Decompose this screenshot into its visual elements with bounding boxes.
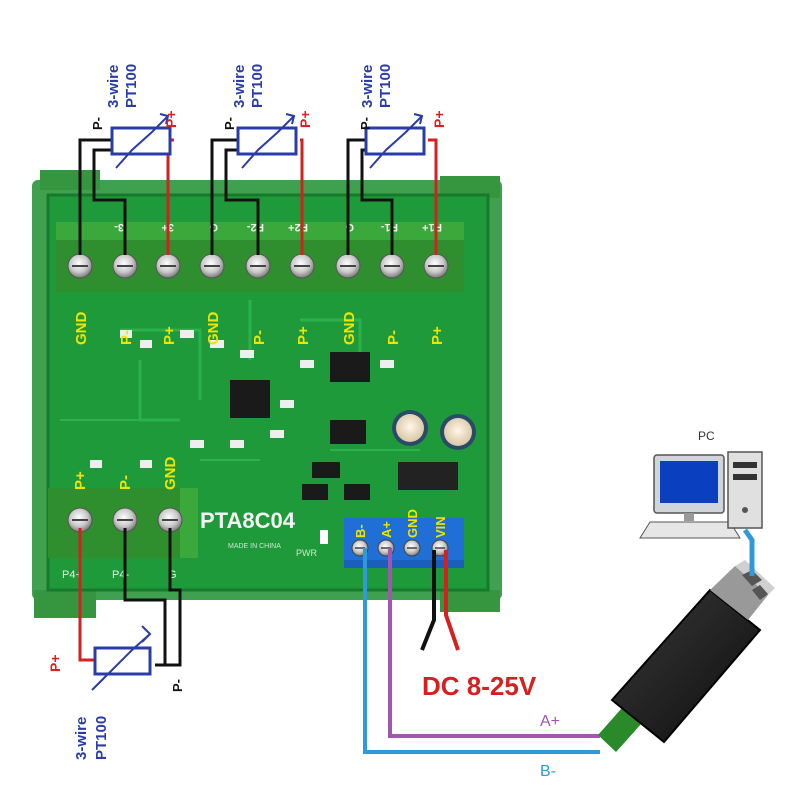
top-terminal-silk-label: P2+: [288, 221, 308, 233]
top-terminal-screws: [67, 253, 449, 279]
top-terminal-screw: [335, 253, 361, 279]
top-terminal-screw: [423, 253, 449, 279]
top-sensor-title-2: PT100: [123, 64, 140, 108]
power-terminal-screw: [351, 539, 369, 557]
top-terminal-label: GND: [73, 312, 90, 346]
top-terminal-silk-label: 3-: [114, 221, 124, 233]
usb-rs485-converter: [598, 560, 775, 752]
top-sensor-p-plus: P+: [431, 110, 447, 128]
top-terminal-label: P+: [429, 326, 446, 345]
top-terminal-silk-label: G: [209, 221, 218, 233]
top-terminal-screw: [245, 253, 271, 279]
bottom-sensor-title-1: 3-wire: [73, 717, 90, 760]
top-sensor-p-minus: P-: [358, 117, 373, 130]
power-terminal-label: VIN: [433, 516, 448, 538]
pwr-led: [320, 530, 328, 544]
left-terminal-label: P+: [72, 471, 89, 490]
pc-label: PC: [698, 429, 715, 443]
top-terminal-silk-label: P2-: [247, 221, 264, 233]
left-terminal-silk-label: P4+: [62, 569, 82, 581]
made-in-text: MADE IN CHINA: [228, 543, 281, 550]
left-terminal-label: P-: [117, 475, 134, 490]
top-terminal-screw: [67, 253, 93, 279]
top-sensor-p-plus: P+: [297, 110, 313, 128]
power-terminal-labels: B- A+ GND VIN: [353, 509, 448, 538]
top-sensor-title-2: PT100: [377, 64, 394, 108]
power-terminal-label: B-: [353, 524, 368, 538]
top-sensor-p-plus: P+: [163, 110, 179, 128]
top-terminal-silk-label: P1-: [381, 221, 398, 233]
top-terminal-screw: [379, 253, 405, 279]
rs485-a-label: A+: [540, 713, 560, 730]
top-terminal-label: P-: [118, 330, 135, 345]
left-terminal-silk-label: G: [168, 569, 177, 581]
bottom-sensor-wiring: [78, 528, 182, 691]
bottom-sensor-p-minus: P-: [170, 679, 185, 692]
top-terminal-silk-label: P1+: [422, 221, 442, 233]
bottom-sensor-title-2: PT100: [93, 716, 110, 760]
pwr-label: PWR: [296, 548, 317, 558]
top-sensor-title-1: 3-wire: [359, 65, 376, 108]
top-terminal-screw: [199, 253, 225, 279]
top-terminal-screw: [289, 253, 315, 279]
rs485-b-label: B-: [540, 763, 556, 780]
top-terminal-label: P-: [385, 330, 402, 345]
top-sensor-p-minus: P-: [90, 117, 105, 130]
bottom-sensor-p-plus: P+: [47, 654, 63, 672]
top-terminal-silk-label: G: [345, 221, 354, 233]
top-terminal-screw: [112, 253, 138, 279]
usb-cable: [742, 528, 755, 576]
top-terminal-label: P+: [161, 326, 178, 345]
left-terminal-label: GND: [162, 457, 179, 491]
top-sensor-title-1: 3-wire: [105, 65, 122, 108]
pc-icon: [639, 451, 763, 539]
power-wires: [420, 550, 460, 651]
top-terminal-label: P-: [251, 330, 268, 345]
left-terminal-screws: [67, 507, 183, 533]
power-terminal-label: GND: [405, 509, 420, 538]
capacitors: [392, 410, 476, 450]
top-terminal-label: P+: [295, 326, 312, 345]
left-terminal-silk-label: P4-: [112, 569, 129, 581]
rs485-wires: [363, 548, 600, 754]
power-label: DC 8-25V: [422, 671, 537, 701]
ic-chips: [90, 330, 458, 500]
top-terminal-label: GND: [205, 312, 222, 346]
board-model: PTA8C04: [200, 508, 296, 533]
top-sensor-p-minus: P-: [222, 117, 237, 130]
top-sensor-title-1: 3-wire: [231, 65, 248, 108]
top-terminal-label: GND: [341, 312, 358, 346]
power-terminal-label: A+: [379, 521, 394, 538]
top-terminal-labels: GND P- P+ GND P- P+ GND P- P+: [73, 312, 446, 346]
left-terminal-labels: P+ P- GND: [72, 457, 179, 491]
top-terminal-screw: [155, 253, 181, 279]
top-sensor-title-2: PT100: [249, 64, 266, 108]
power-terminal-screw: [403, 539, 421, 557]
